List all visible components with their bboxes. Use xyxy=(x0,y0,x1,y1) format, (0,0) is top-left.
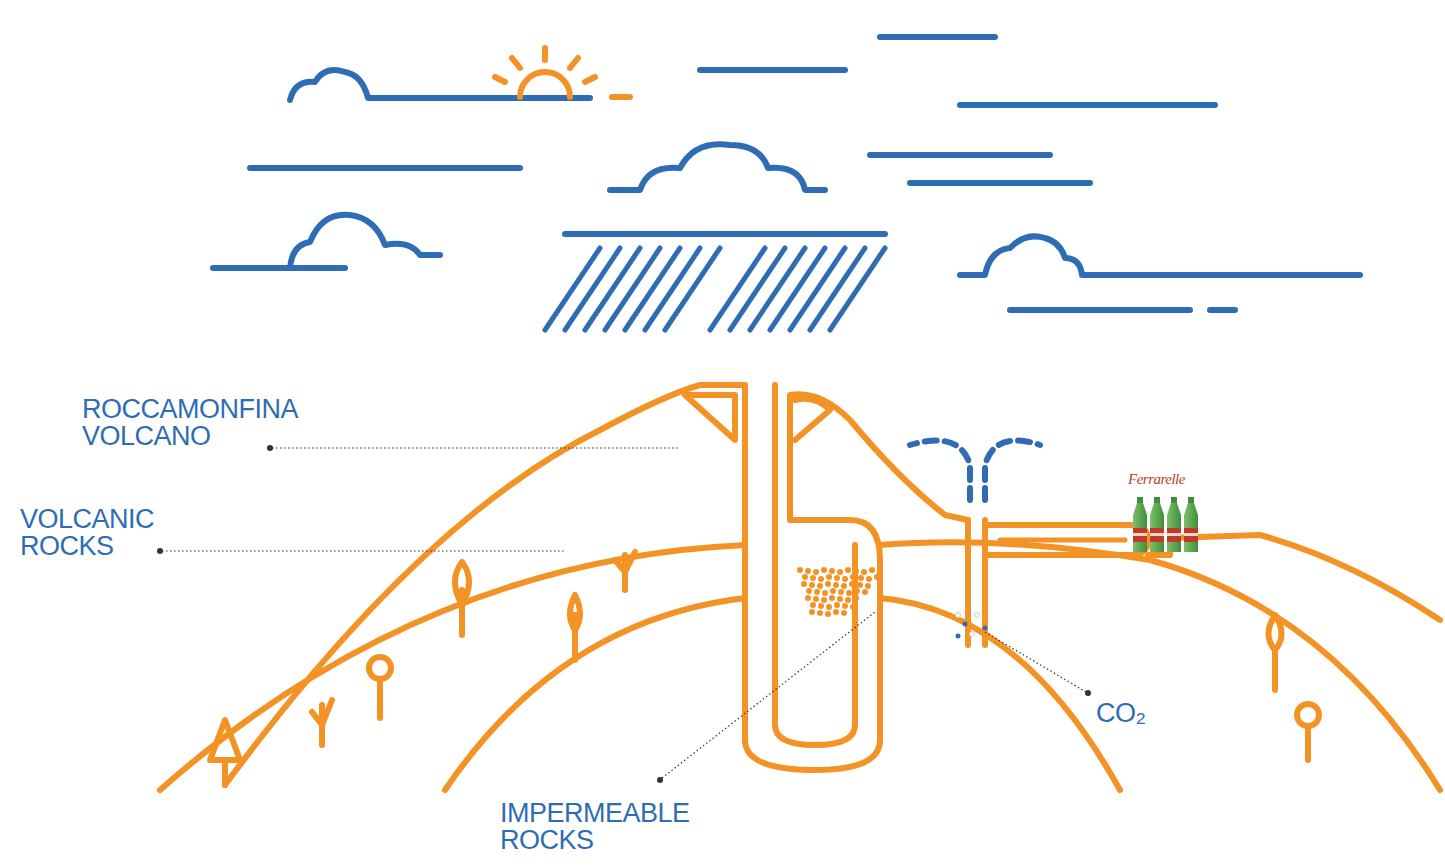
cloud xyxy=(290,70,590,100)
rock-dot xyxy=(845,597,851,603)
rock-dot xyxy=(850,604,856,610)
leader-lines xyxy=(162,448,1086,778)
rock-dot xyxy=(797,567,803,573)
rock-dot xyxy=(806,588,812,594)
cloud xyxy=(610,144,825,190)
rock-dot xyxy=(810,575,816,581)
rock-dot xyxy=(841,583,847,589)
rock-dot xyxy=(817,610,823,616)
ground-layer xyxy=(160,545,745,790)
co2-bubbles xyxy=(956,613,988,639)
rock-dot xyxy=(818,576,824,582)
rock-dot xyxy=(862,589,868,595)
bottle xyxy=(1184,497,1198,552)
rock-dot xyxy=(850,574,856,580)
rock-dot xyxy=(826,574,832,580)
rock-dot xyxy=(854,588,860,594)
volcano-outline xyxy=(225,385,968,785)
rock-dot xyxy=(833,609,839,615)
rock-dot xyxy=(810,602,816,608)
rock-dot xyxy=(869,567,875,573)
spring-pipe xyxy=(968,520,1148,645)
impermeable-layer xyxy=(445,598,745,790)
gas-label: CO₂ xyxy=(1096,700,1176,727)
rock-dot xyxy=(853,568,859,574)
rain-stroke xyxy=(830,248,885,330)
part-name: IMPERMEABLE ROCKS xyxy=(500,800,760,854)
rock-dot xyxy=(877,568,883,574)
rock-dot xyxy=(837,596,843,602)
rock-dot xyxy=(809,609,815,615)
rock-dot xyxy=(813,569,819,575)
rock-dot xyxy=(825,611,831,617)
rock-dot xyxy=(838,589,844,595)
bottle xyxy=(1167,497,1181,552)
rock-dot xyxy=(857,582,863,588)
impermeable-layer xyxy=(880,598,1120,790)
rock-dot xyxy=(842,576,848,582)
sun xyxy=(495,48,630,97)
rain-stroke xyxy=(665,248,720,330)
rock-dot xyxy=(818,603,824,609)
rock-dot xyxy=(849,581,855,587)
rock-dot xyxy=(833,582,839,588)
rock-dot xyxy=(845,567,851,573)
bottles xyxy=(1133,497,1198,552)
rock-dot xyxy=(853,595,859,601)
rock-dot xyxy=(834,602,840,608)
rock-dot xyxy=(837,569,843,575)
rock-dot xyxy=(805,595,811,601)
cloud xyxy=(960,236,1360,275)
cloud xyxy=(213,215,440,268)
rock-dot xyxy=(802,574,808,580)
rock-dot xyxy=(865,583,871,589)
rock-dot xyxy=(841,610,847,616)
rock-dot xyxy=(842,603,848,609)
sky xyxy=(213,37,1360,330)
leader-dots xyxy=(157,445,1091,783)
brand-logo: Ferrarelle xyxy=(1128,472,1218,487)
volcano xyxy=(160,385,1440,790)
rock-dot xyxy=(817,583,823,589)
rock-dot xyxy=(830,588,836,594)
rock-dot xyxy=(822,590,828,596)
rock-dot xyxy=(821,597,827,603)
rock-dot xyxy=(801,581,807,587)
part-name: VOLCANIC ROCKS xyxy=(20,506,170,560)
bottle xyxy=(1133,497,1147,552)
ground-layer xyxy=(880,542,1440,790)
rock-dot xyxy=(805,568,811,574)
conduit xyxy=(775,385,855,745)
rock-dot xyxy=(809,582,815,588)
rock-dot xyxy=(814,589,820,595)
rock-dot xyxy=(829,595,835,601)
bottle xyxy=(1150,497,1164,552)
rock-dot xyxy=(829,568,835,574)
rock-dot xyxy=(813,596,819,602)
tree xyxy=(210,720,240,785)
rock-dot xyxy=(821,567,827,573)
rock-dot xyxy=(826,604,832,610)
rock-dot xyxy=(858,575,864,581)
rock-dot xyxy=(825,581,831,587)
spring-fountain xyxy=(910,441,1040,501)
rock-dot xyxy=(846,590,852,596)
tree xyxy=(312,700,332,745)
rock-texture xyxy=(797,567,883,617)
rock-dot xyxy=(874,574,880,580)
rock-dot xyxy=(861,569,867,575)
part-name: ROCCAMONFINA VOLCANO xyxy=(82,396,312,450)
rock-dot xyxy=(834,575,840,581)
rock-dot xyxy=(866,576,872,582)
